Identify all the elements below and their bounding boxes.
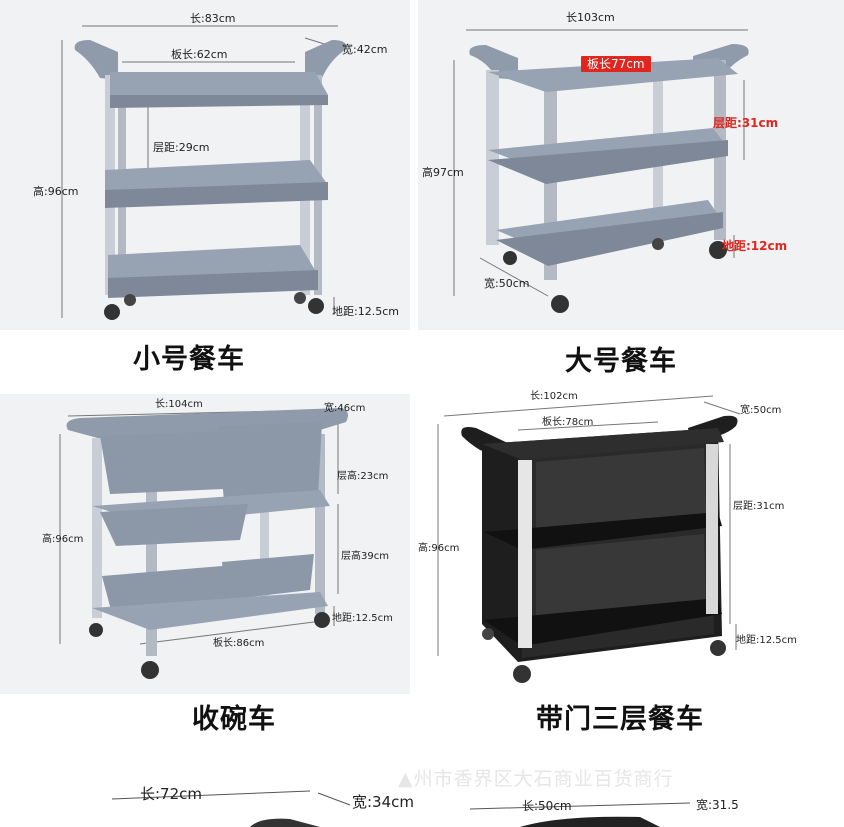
product-photo-large-cart: 长103cm 板长77cm 层距:31cm 高97cm 地距:12cm 宽:50… [418,0,844,330]
door-cart-length-label: 长:102cm [530,391,578,402]
dish-cart-height-label: 高:96cm [42,534,84,545]
dish-cart-length-label: 长:104cm [155,399,203,410]
large-cart-ground-label: 地距:12cm [722,239,788,253]
product-photo-dish-cart: 长:104cm 宽:46cm 层高:23cm 高:96cm 层高39cm 地距:… [0,394,410,694]
bottom-left-length-label: 长:72cm [140,785,202,803]
small-cart-board-label: 板长:62cm [171,48,228,61]
dish-cart-layer1-label: 层高:23cm [337,471,389,482]
door-cart-ground-label: 地距:12.5cm [736,635,797,646]
small-cart-layer-label: 层距:29cm [153,141,210,154]
small-cart-length-label: 长:83cm [190,12,236,25]
dish-cart-board-label: 板长:86cm [213,638,265,649]
door-cart-illustration [437,395,741,683]
bottom-left-width-label: 宽:34cm [352,793,414,811]
door-cart-caption: 带门三层餐车 [536,704,704,735]
large-cart-layer-label: 层距:31cm [713,116,779,130]
dish-cart-layer2-label: 层高39cm [341,551,389,562]
product-photo-door-cart: 长:102cm 宽:50cm 板长:78cm 层距:31cm 高:96cm 地距… [418,384,844,690]
door-cart-width-label: 宽:50cm [740,405,782,416]
bottom-right-width-label: 宽:31.5 [696,798,739,812]
small-cart-ground-label: 地距:12.5cm [332,305,399,318]
door-cart-layer-label: 层距:31cm [733,501,785,512]
large-cart-board-label: 板长77cm [581,56,651,72]
small-cart-height-label: 高:96cm [33,185,79,198]
small-cart-caption: 小号餐车 [133,344,245,375]
bottom-row-dimension-lines [111,790,691,827]
product-photo-small-cart: 长:83cm 板长:62cm 宽:42cm 层距:29cm 高:96cm 地距:… [0,0,410,330]
dish-cart-caption: 收碗车 [192,704,276,735]
large-cart-width-label: 宽:50cm [484,277,530,290]
large-cart-length-label: 长103cm [566,11,615,24]
dish-cart-ground-label: 地距:12.5cm [332,613,393,624]
large-cart-caption: 大号餐车 [565,346,677,377]
large-cart-height-label: 高97cm [422,166,464,179]
dish-cart-illustration [59,408,348,679]
door-cart-board-label: 板长:78cm [542,417,594,428]
large-cart-illustration [453,29,749,313]
shop-watermark: ▲州市香界区大石商业百货商行 [398,768,674,790]
small-cart-illustration [61,25,347,320]
bottom-right-length-label: 长:50cm [522,799,572,813]
door-cart-height-label: 高:96cm [418,543,460,554]
small-cart-width-label: 宽:42cm [342,43,388,56]
dish-cart-width-label: 宽:46cm [324,403,366,414]
